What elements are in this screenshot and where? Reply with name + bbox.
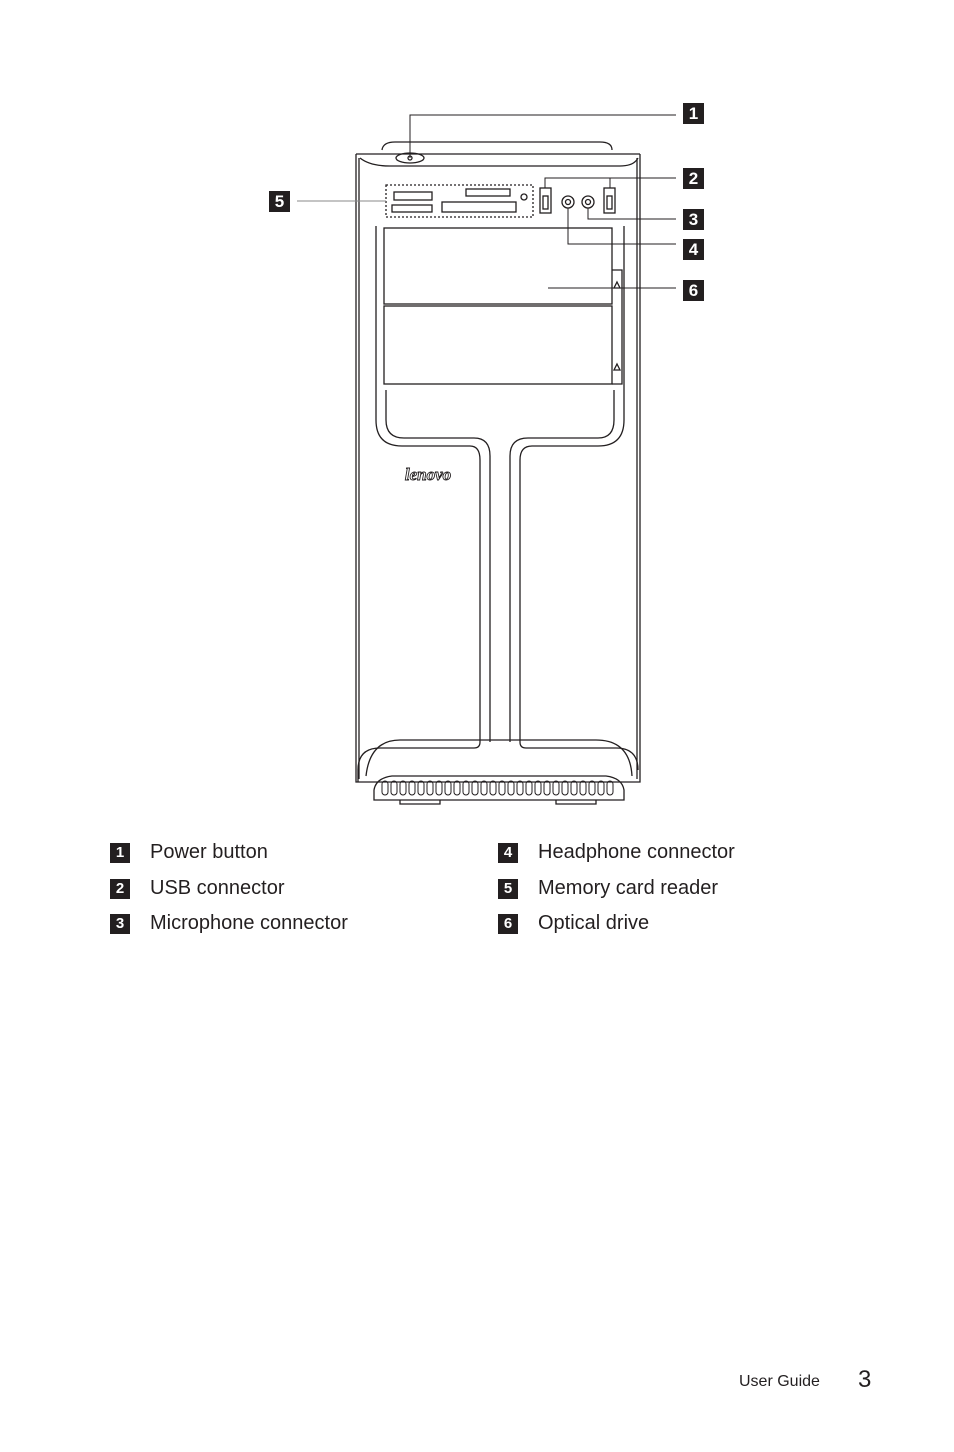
callout-2: 2 [683, 168, 704, 189]
callout-4: 4 [683, 239, 704, 260]
callout-5: 5 [269, 191, 290, 212]
legend-number: 4 [498, 843, 518, 863]
callout-3: 3 [683, 209, 704, 230]
legend-label: Memory card reader [538, 877, 719, 899]
callout-6: 6 [683, 280, 704, 301]
lenovo-logo: lenovo [405, 465, 451, 484]
legend-label: Headphone connector [538, 841, 735, 863]
legend-label: Optical drive [538, 912, 650, 934]
legend-number: 6 [498, 914, 518, 934]
page-number: 3 [858, 1366, 872, 1393]
legend-number: 5 [498, 879, 518, 899]
legend-label: USB connector [150, 877, 285, 899]
legend-number: 2 [110, 879, 130, 899]
footer-title: User Guide [739, 1373, 820, 1390]
legend-label: Microphone connector [150, 912, 348, 934]
computer-front-view-diagram: lenovo [297, 114, 676, 805]
legend-label: Power button [150, 841, 268, 863]
legend-number: 1 [110, 843, 130, 863]
callout-1: 1 [683, 103, 704, 124]
legend-number: 3 [110, 914, 130, 934]
